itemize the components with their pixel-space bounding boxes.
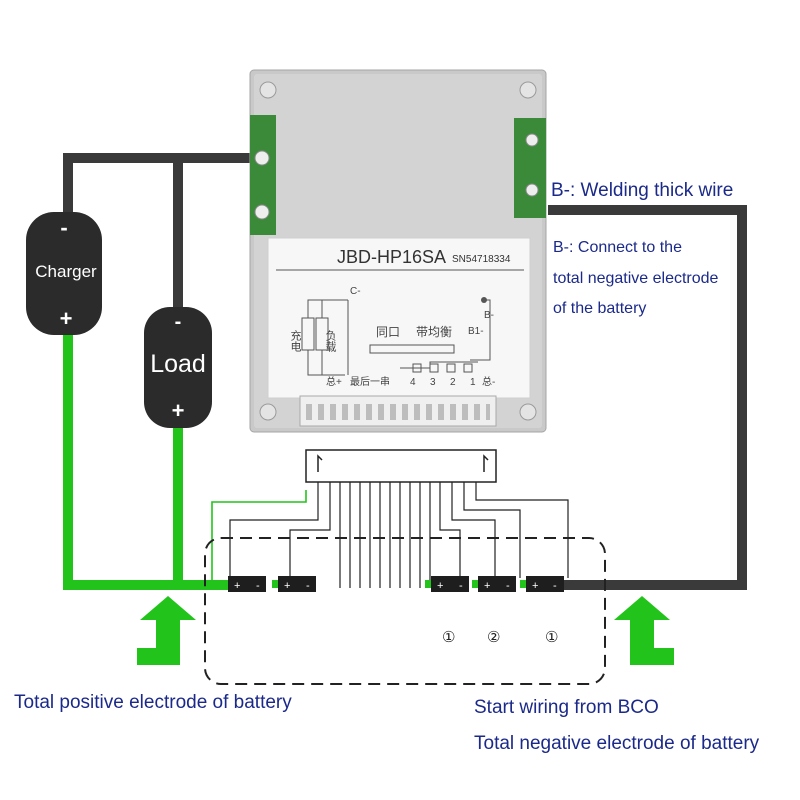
pin-label: 总- (482, 375, 495, 388)
charger-label: Charger (35, 262, 97, 281)
charger-plus-sign: + (60, 306, 73, 331)
battery-cell: + - (520, 576, 564, 592)
load-minus-sign: - (175, 311, 182, 333)
cell-number: ② (487, 629, 500, 646)
pin-label: 4 (410, 377, 416, 388)
bms-board: JBD-HP16SA SN54718334 C- B- B1- 同口 带均衡 充… (249, 69, 547, 433)
board-model: JBD-HP16SA (337, 247, 446, 267)
cell-number: ① (442, 629, 455, 646)
svg-text:-: - (306, 580, 310, 592)
balance-wire-positive (211, 490, 307, 580)
mount-hole (259, 81, 277, 99)
mount-hole (259, 403, 277, 421)
svg-text:-: - (553, 580, 557, 592)
total-positive-label: Total positive electrode of battery (14, 692, 292, 713)
pin-label: 最后一串 (350, 376, 390, 388)
pin-label: 总+ (326, 375, 342, 388)
board-load-label: 负载 (324, 329, 337, 352)
load-plus-sign: + (172, 398, 185, 423)
pcb-edge-right (514, 118, 546, 218)
pin-label: 2 (450, 377, 456, 388)
start-wiring-label: Start wiring from BCO (474, 697, 659, 718)
board-port-label: 同口 (376, 325, 400, 339)
svg-text:+: + (484, 580, 490, 592)
battery-cell: + - (222, 576, 266, 592)
svg-text:+: + (284, 580, 290, 592)
board-schematic (301, 299, 491, 376)
board-c-minus: C- (350, 286, 361, 297)
battery-cell: + - (272, 576, 316, 592)
svg-text:-: - (506, 580, 510, 592)
board-b-minus: B- (484, 310, 494, 321)
battery-cell: + - (425, 576, 469, 592)
charger-negative-wire (63, 153, 255, 215)
board-balance-label: 带均衡 (416, 325, 452, 339)
negative-arrow-icon (614, 596, 674, 665)
load-label: Load (150, 350, 206, 378)
balance-wires (229, 482, 569, 588)
battery-cell: + - (472, 576, 516, 592)
board-b1-label: B1- (468, 326, 484, 337)
connector-pins (306, 404, 490, 420)
cell-number: ① (545, 629, 558, 646)
b-minus-connect-line3: of the battery (553, 300, 647, 317)
mount-hole (519, 81, 537, 99)
load: - Load + (144, 307, 212, 428)
b-minus-connect-line1: B-: Connect to the (553, 239, 682, 256)
positive-arrow-icon (137, 596, 196, 665)
mount-hole (519, 403, 537, 421)
board-serial: SN54718334 (452, 254, 511, 265)
charger: - Charger + (26, 212, 102, 335)
battery-cells: + - + - + - + - + - (222, 576, 564, 592)
battery-pack-outline (204, 537, 606, 685)
svg-text:+: + (234, 580, 240, 592)
board-pin-labels: 总+ 最后一串 4 3 2 1 总- (326, 375, 495, 388)
b-minus-connect-line2: total negative electrode (553, 270, 719, 287)
charger-minus-sign: - (60, 215, 67, 240)
board-charge-label: 充电 (289, 329, 302, 352)
svg-text:-: - (459, 580, 463, 592)
balance-plug (305, 449, 497, 483)
pin-label: 3 (430, 377, 436, 388)
b-minus-thick-wire (548, 205, 747, 590)
svg-text:-: - (256, 580, 260, 592)
svg-text:+: + (532, 580, 538, 592)
total-negative-label: Total negative electrode of battery (474, 733, 760, 754)
pin-label: 1 (470, 377, 476, 388)
b-minus-welding-label: B-: Welding thick wire (551, 180, 734, 201)
svg-text:+: + (437, 580, 443, 592)
